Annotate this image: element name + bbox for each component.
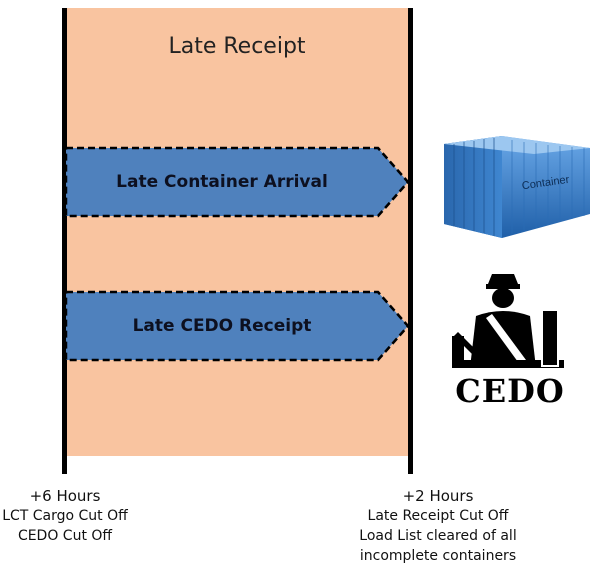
right-marker-text: +2 Hours Late Receipt Cut Off Load List … — [356, 486, 520, 566]
arrow-shape — [66, 290, 410, 362]
left-marker-time: +6 Hours — [29, 487, 101, 505]
left-marker-text: +6 Hours LCT Cargo Cut Off CEDO Cut Off — [0, 486, 130, 546]
cedo-label: CEDO — [455, 372, 565, 410]
right-marker-line: incomplete containers — [359, 548, 517, 564]
late-cedo-receipt-arrow: Late CEDO Receipt — [66, 290, 410, 362]
right-time-boundary-line — [408, 8, 413, 474]
right-marker-line: Late Receipt Cut Off — [367, 508, 509, 524]
officer-desk-icon — [448, 270, 568, 378]
late-receipt-window — [64, 8, 410, 456]
left-marker-line: CEDO Cut Off — [17, 528, 113, 544]
left-time-boundary-line — [62, 8, 67, 474]
shipping-container-icon: Container — [442, 132, 592, 246]
right-marker-time: +2 Hours — [402, 487, 474, 505]
arrow-label: Late CEDO Receipt — [132, 316, 312, 336]
window-title: Late Receipt — [168, 34, 306, 59]
right-marker-line: Load List cleared of all — [359, 528, 517, 544]
late-container-arrival-arrow: Late Container Arrival — [66, 146, 410, 218]
arrow-shape — [66, 146, 410, 218]
arrow-label: Late Container Arrival — [116, 172, 328, 192]
left-marker-line: LCT Cargo Cut Off — [2, 508, 128, 524]
